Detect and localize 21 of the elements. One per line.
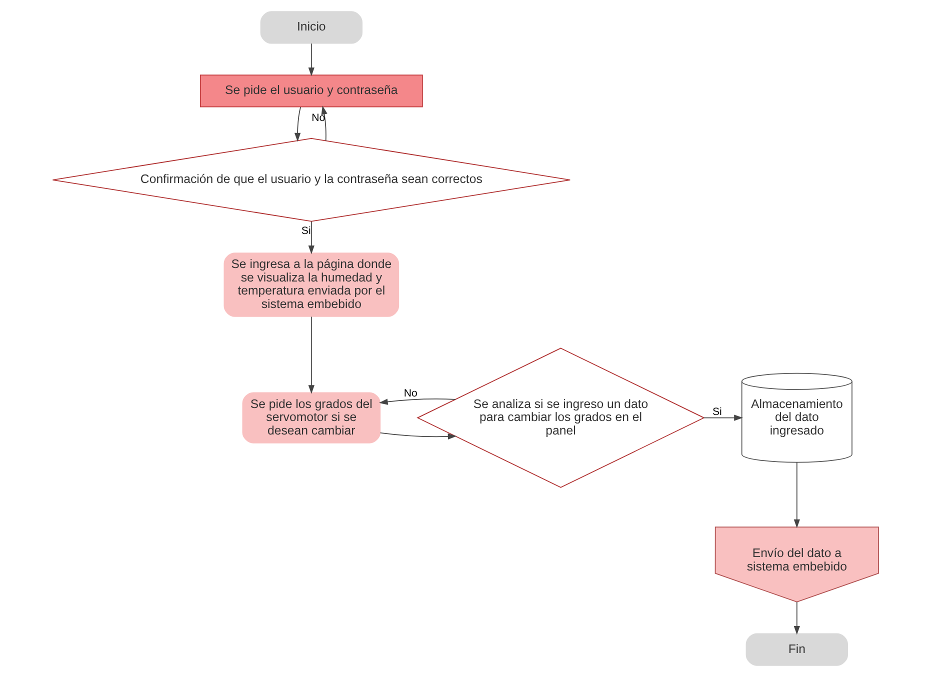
arrow <box>793 462 800 528</box>
node-diamond: Se analiza si se ingreso un dato para cambiar los grados en el panel <box>416 348 704 488</box>
arrow <box>308 221 314 254</box>
node-box: Inicio <box>260 11 362 44</box>
arrow <box>308 43 314 76</box>
arrow <box>294 106 301 142</box>
node-box: Se ingresa a la página donde se visualiza la humedad y temperatura enviada por el sistema embebido <box>223 252 399 317</box>
edge-label: No <box>403 387 417 400</box>
node-box: Se pide los grados del servomotor si se desean cambiar <box>242 392 380 444</box>
edge-label: Si <box>300 225 310 238</box>
node-box: Se pide el usuario y contraseña <box>199 74 422 108</box>
arrow <box>378 398 456 405</box>
arrow <box>379 432 456 440</box>
arrow <box>793 602 800 635</box>
arrow <box>702 414 742 421</box>
edge-label: No <box>311 112 325 124</box>
node-diamond: Confirmación de que el usuario y la contraseña sean correctos <box>52 138 570 222</box>
edge-label: Si <box>712 406 722 418</box>
arrow <box>308 316 314 394</box>
node-box: Fin <box>745 633 848 666</box>
arrow <box>320 106 327 142</box>
